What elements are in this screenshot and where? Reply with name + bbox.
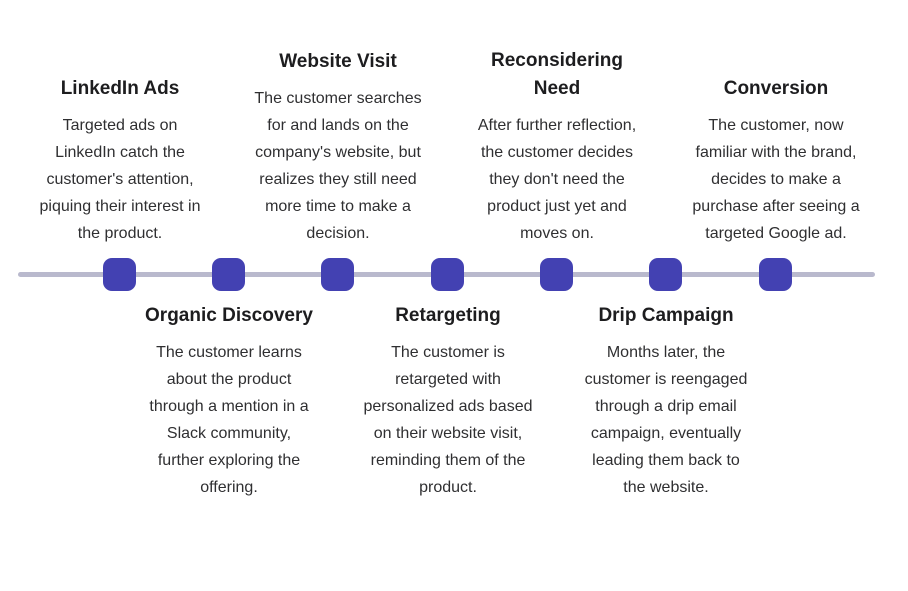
timeline-step-retargeting: Retargeting The customer is retargeted w… [362,302,534,501]
step-description: Months later, the customer is reengaged … [584,344,748,496]
timeline-marker-drip-campaign [649,258,682,291]
step-title: Reconsidering Need [491,50,623,99]
step-title: Drip Campaign [598,305,734,326]
step-description: Targeted ads on LinkedIn catch the custo… [39,117,201,242]
timeline-marker-linkedin-ads [103,258,136,291]
step-title: Website Visit [279,51,397,72]
timeline-step-linkedin-ads: LinkedIn Ads Targeted ads on LinkedIn ca… [34,75,206,247]
timeline-marker-website-visit [321,258,354,291]
timeline-step-drip-campaign: Drip Campaign Months later, the customer… [580,302,752,501]
timeline-marker-reconsidering-need [540,258,573,291]
timeline-step-conversion: Conversion The customer, now familiar wi… [690,75,862,247]
step-description: The customer, now familiar with the bran… [692,117,860,242]
step-description: The customer is retargeted with personal… [363,344,533,496]
timeline-marker-retargeting [431,258,464,291]
timeline-step-website-visit: Website Visit The customer searches for … [252,48,424,247]
step-description: The customer learns about the product th… [149,344,309,496]
step-title: Conversion [723,78,829,99]
timeline-marker-organic-discovery [212,258,245,291]
step-title: Organic Discovery [145,305,313,326]
step-description: After further reflection, the customer d… [477,117,637,242]
step-title: LinkedIn Ads [60,78,180,99]
step-title: Retargeting [395,305,501,326]
timeline-step-reconsidering-need: Reconsidering Need After further reflect… [471,47,643,247]
step-description: The customer searches for and lands on t… [254,90,422,242]
timeline-marker-conversion [759,258,792,291]
timeline-step-organic-discovery: Organic Discovery The customer learns ab… [143,302,315,501]
